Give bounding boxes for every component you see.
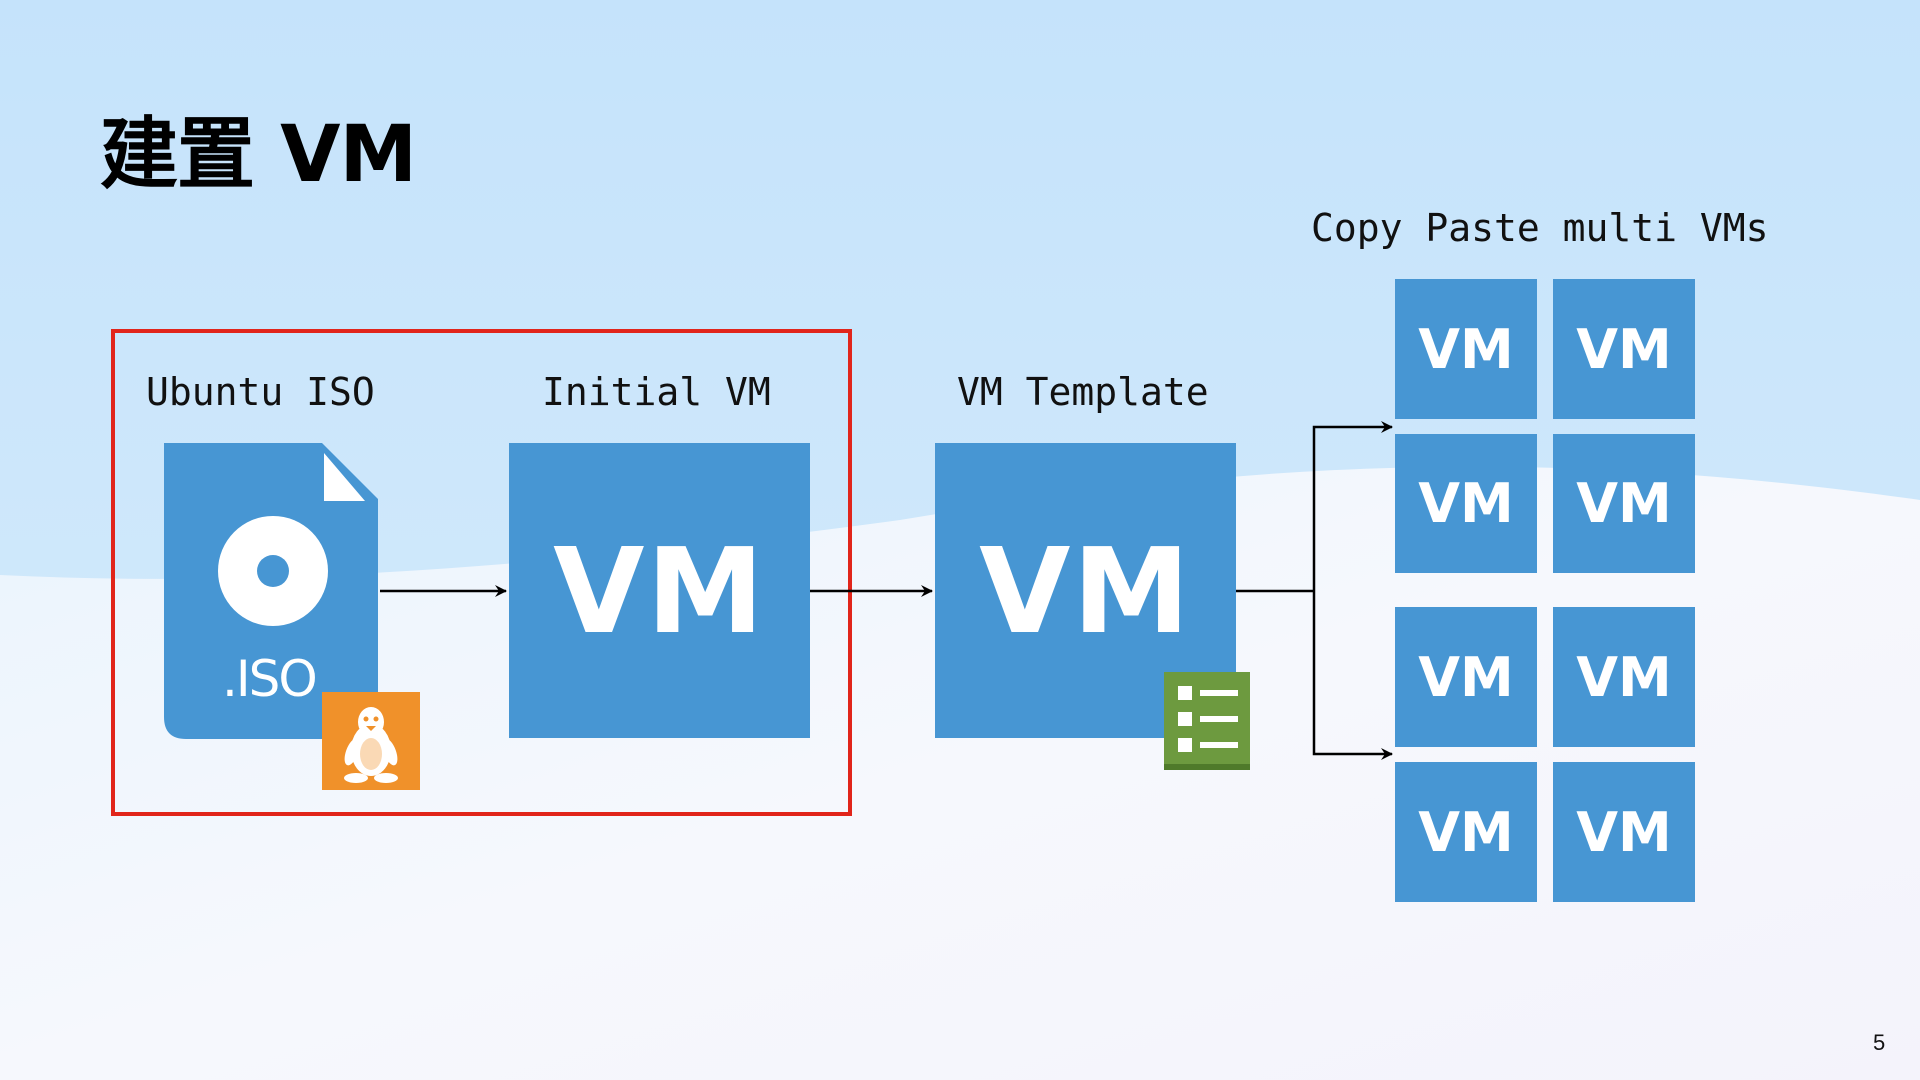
slide-title: 建置 VM xyxy=(100,110,417,200)
vm-template-tile: VM xyxy=(935,443,1236,738)
copy-vm-tile: VM xyxy=(1395,762,1537,902)
copy-vm-tile: VM xyxy=(1553,279,1695,419)
copy-vm-tile: VM xyxy=(1395,607,1537,747)
copy-vm-tile: VM xyxy=(1553,607,1695,747)
copy-vm-tile: VM xyxy=(1553,762,1695,902)
copy-vm-tile: VM xyxy=(1395,434,1537,573)
page-number: 5 xyxy=(1873,1030,1886,1055)
linux-penguin-icon xyxy=(322,692,420,790)
label-vm-template: VM Template xyxy=(957,370,1209,414)
copy-vm-tile: VM xyxy=(1553,434,1695,573)
copy-vm-tile: VM xyxy=(1395,279,1537,419)
label-initial-vm: Initial VM xyxy=(542,370,771,414)
initial-vm-tile: VM xyxy=(509,443,810,738)
initial-setup-highlight-box xyxy=(111,329,852,816)
label-copy-paste: Copy Paste multi VMs xyxy=(1311,206,1769,250)
label-ubuntu-iso: Ubuntu ISO xyxy=(146,370,375,414)
iso-file-icon xyxy=(164,443,378,739)
iso-file-text: .ISO xyxy=(222,650,318,708)
checklist-icon xyxy=(1164,672,1250,770)
